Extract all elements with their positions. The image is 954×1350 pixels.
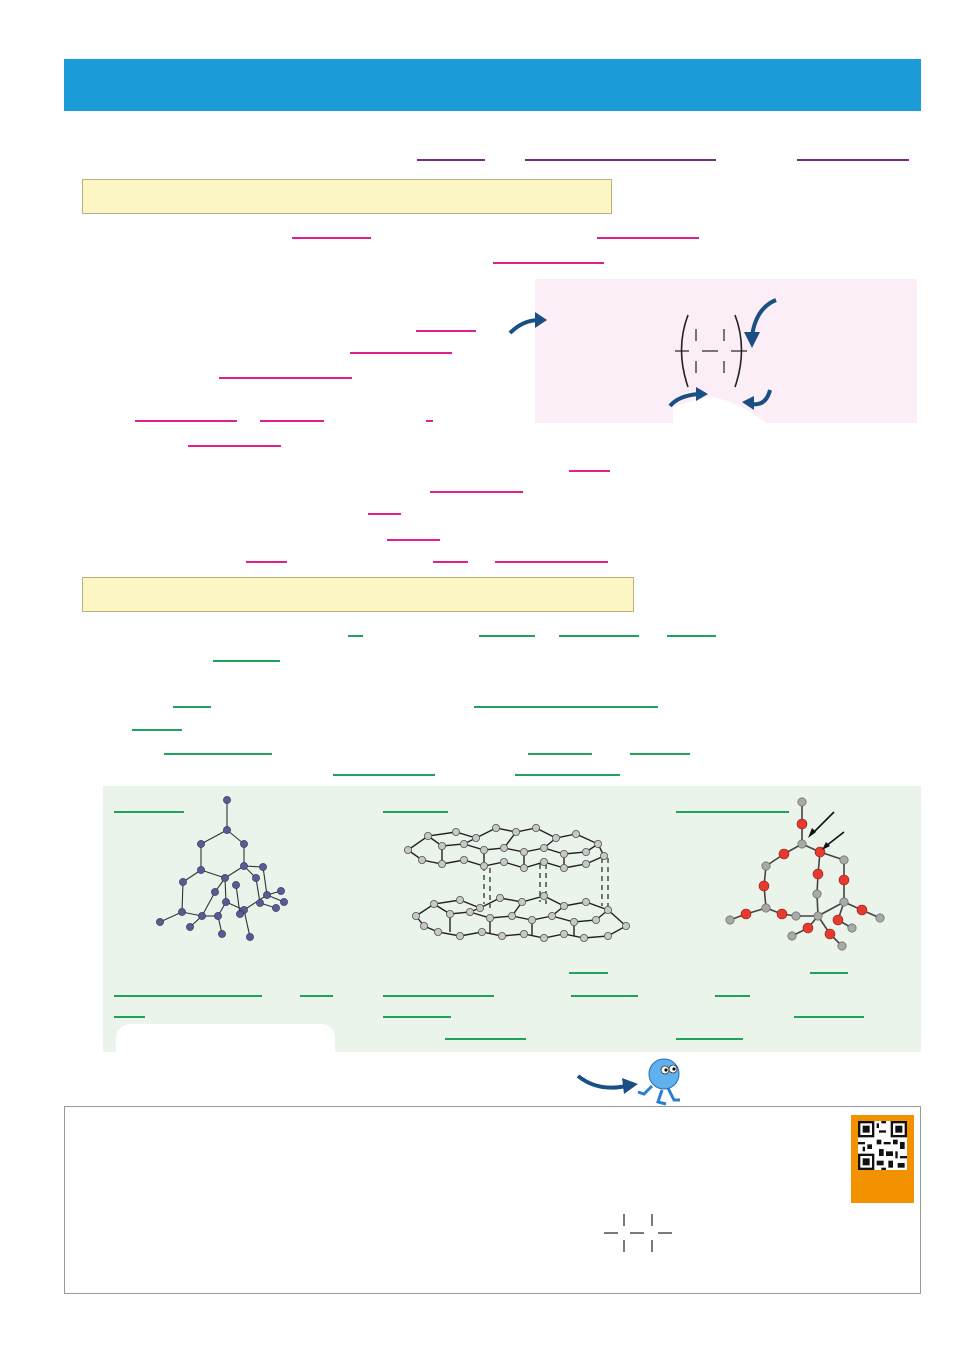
- curved-arrow-icon: [576, 1074, 638, 1094]
- fill-blank[interactable]: [260, 420, 324, 422]
- fill-blank[interactable]: [114, 995, 262, 997]
- fill-blank[interactable]: [135, 420, 237, 422]
- fill-blank[interactable]: [114, 1016, 145, 1018]
- fill-blank[interactable]: [300, 995, 333, 997]
- fill-blank[interactable]: [493, 262, 604, 264]
- practice-box: [64, 1106, 921, 1294]
- fill-blank[interactable]: [426, 420, 433, 422]
- silica-structure-diagram: [725, 797, 885, 951]
- structure-callout-panel: [535, 279, 917, 423]
- fill-blank[interactable]: [219, 377, 352, 379]
- fill-blank[interactable]: [292, 237, 371, 239]
- qr-code-icon[interactable]: [858, 1121, 907, 1170]
- fill-blank[interactable]: [333, 774, 435, 776]
- curved-arrow-icon: [742, 389, 772, 410]
- fill-blank[interactable]: [479, 635, 535, 637]
- subheading-box-1: [82, 179, 612, 214]
- fill-blank[interactable]: [368, 513, 401, 515]
- fill-blank[interactable]: [246, 561, 287, 563]
- pointer-arrow-icon: [808, 828, 816, 838]
- fill-blank[interactable]: [630, 753, 690, 755]
- fill-blank[interactable]: [383, 1016, 451, 1018]
- fill-blank[interactable]: [417, 159, 485, 161]
- fill-blank[interactable]: [433, 561, 468, 563]
- fill-blank[interactable]: [676, 1038, 743, 1040]
- fill-blank[interactable]: [474, 706, 658, 708]
- fill-blank[interactable]: [445, 1038, 526, 1040]
- fill-blank[interactable]: [188, 445, 281, 447]
- fill-blank[interactable]: [383, 811, 448, 813]
- fill-blank[interactable]: [387, 539, 440, 541]
- fill-blank[interactable]: [350, 352, 452, 354]
- section-header-bar: [64, 59, 921, 111]
- panel-tab: [116, 1024, 335, 1064]
- fill-blank[interactable]: [348, 635, 363, 637]
- fill-blank[interactable]: [132, 729, 182, 731]
- fill-blank[interactable]: [559, 635, 639, 637]
- fill-blank[interactable]: [164, 753, 272, 755]
- graphite-structure-diagram: [404, 824, 630, 943]
- fill-blank[interactable]: [430, 491, 523, 493]
- fill-blank[interactable]: [569, 470, 610, 472]
- fill-blank[interactable]: [515, 774, 620, 776]
- fill-blank[interactable]: [114, 811, 184, 813]
- fill-blank[interactable]: [810, 972, 848, 974]
- structural-formula-drawing: [604, 1214, 672, 1252]
- fill-blank[interactable]: [794, 1016, 864, 1018]
- fill-blank[interactable]: [383, 995, 494, 997]
- structure-callout-drawing: [673, 314, 767, 423]
- curved-arrow-icon: [668, 387, 708, 408]
- curved-arrow-icon: [744, 298, 777, 348]
- subheading-box-2: [82, 577, 634, 612]
- pointer-arrow-icon: [822, 842, 830, 850]
- fill-blank[interactable]: [525, 159, 716, 161]
- fill-blank[interactable]: [569, 972, 608, 974]
- fill-blank[interactable]: [676, 811, 789, 813]
- fill-blank[interactable]: [715, 995, 750, 997]
- fill-blank[interactable]: [495, 561, 608, 563]
- fill-blank[interactable]: [797, 159, 909, 161]
- curved-arrow-icon: [508, 312, 547, 335]
- diamond-structure-diagram: [156, 796, 288, 941]
- fill-blank[interactable]: [571, 995, 638, 997]
- fill-blank[interactable]: [667, 635, 716, 637]
- fill-blank[interactable]: [173, 706, 211, 708]
- fill-blank[interactable]: [416, 330, 476, 332]
- mascot-character-icon: [637, 1058, 680, 1106]
- fill-blank[interactable]: [213, 660, 280, 662]
- fill-blank[interactable]: [528, 753, 592, 755]
- fill-blank[interactable]: [597, 237, 699, 239]
